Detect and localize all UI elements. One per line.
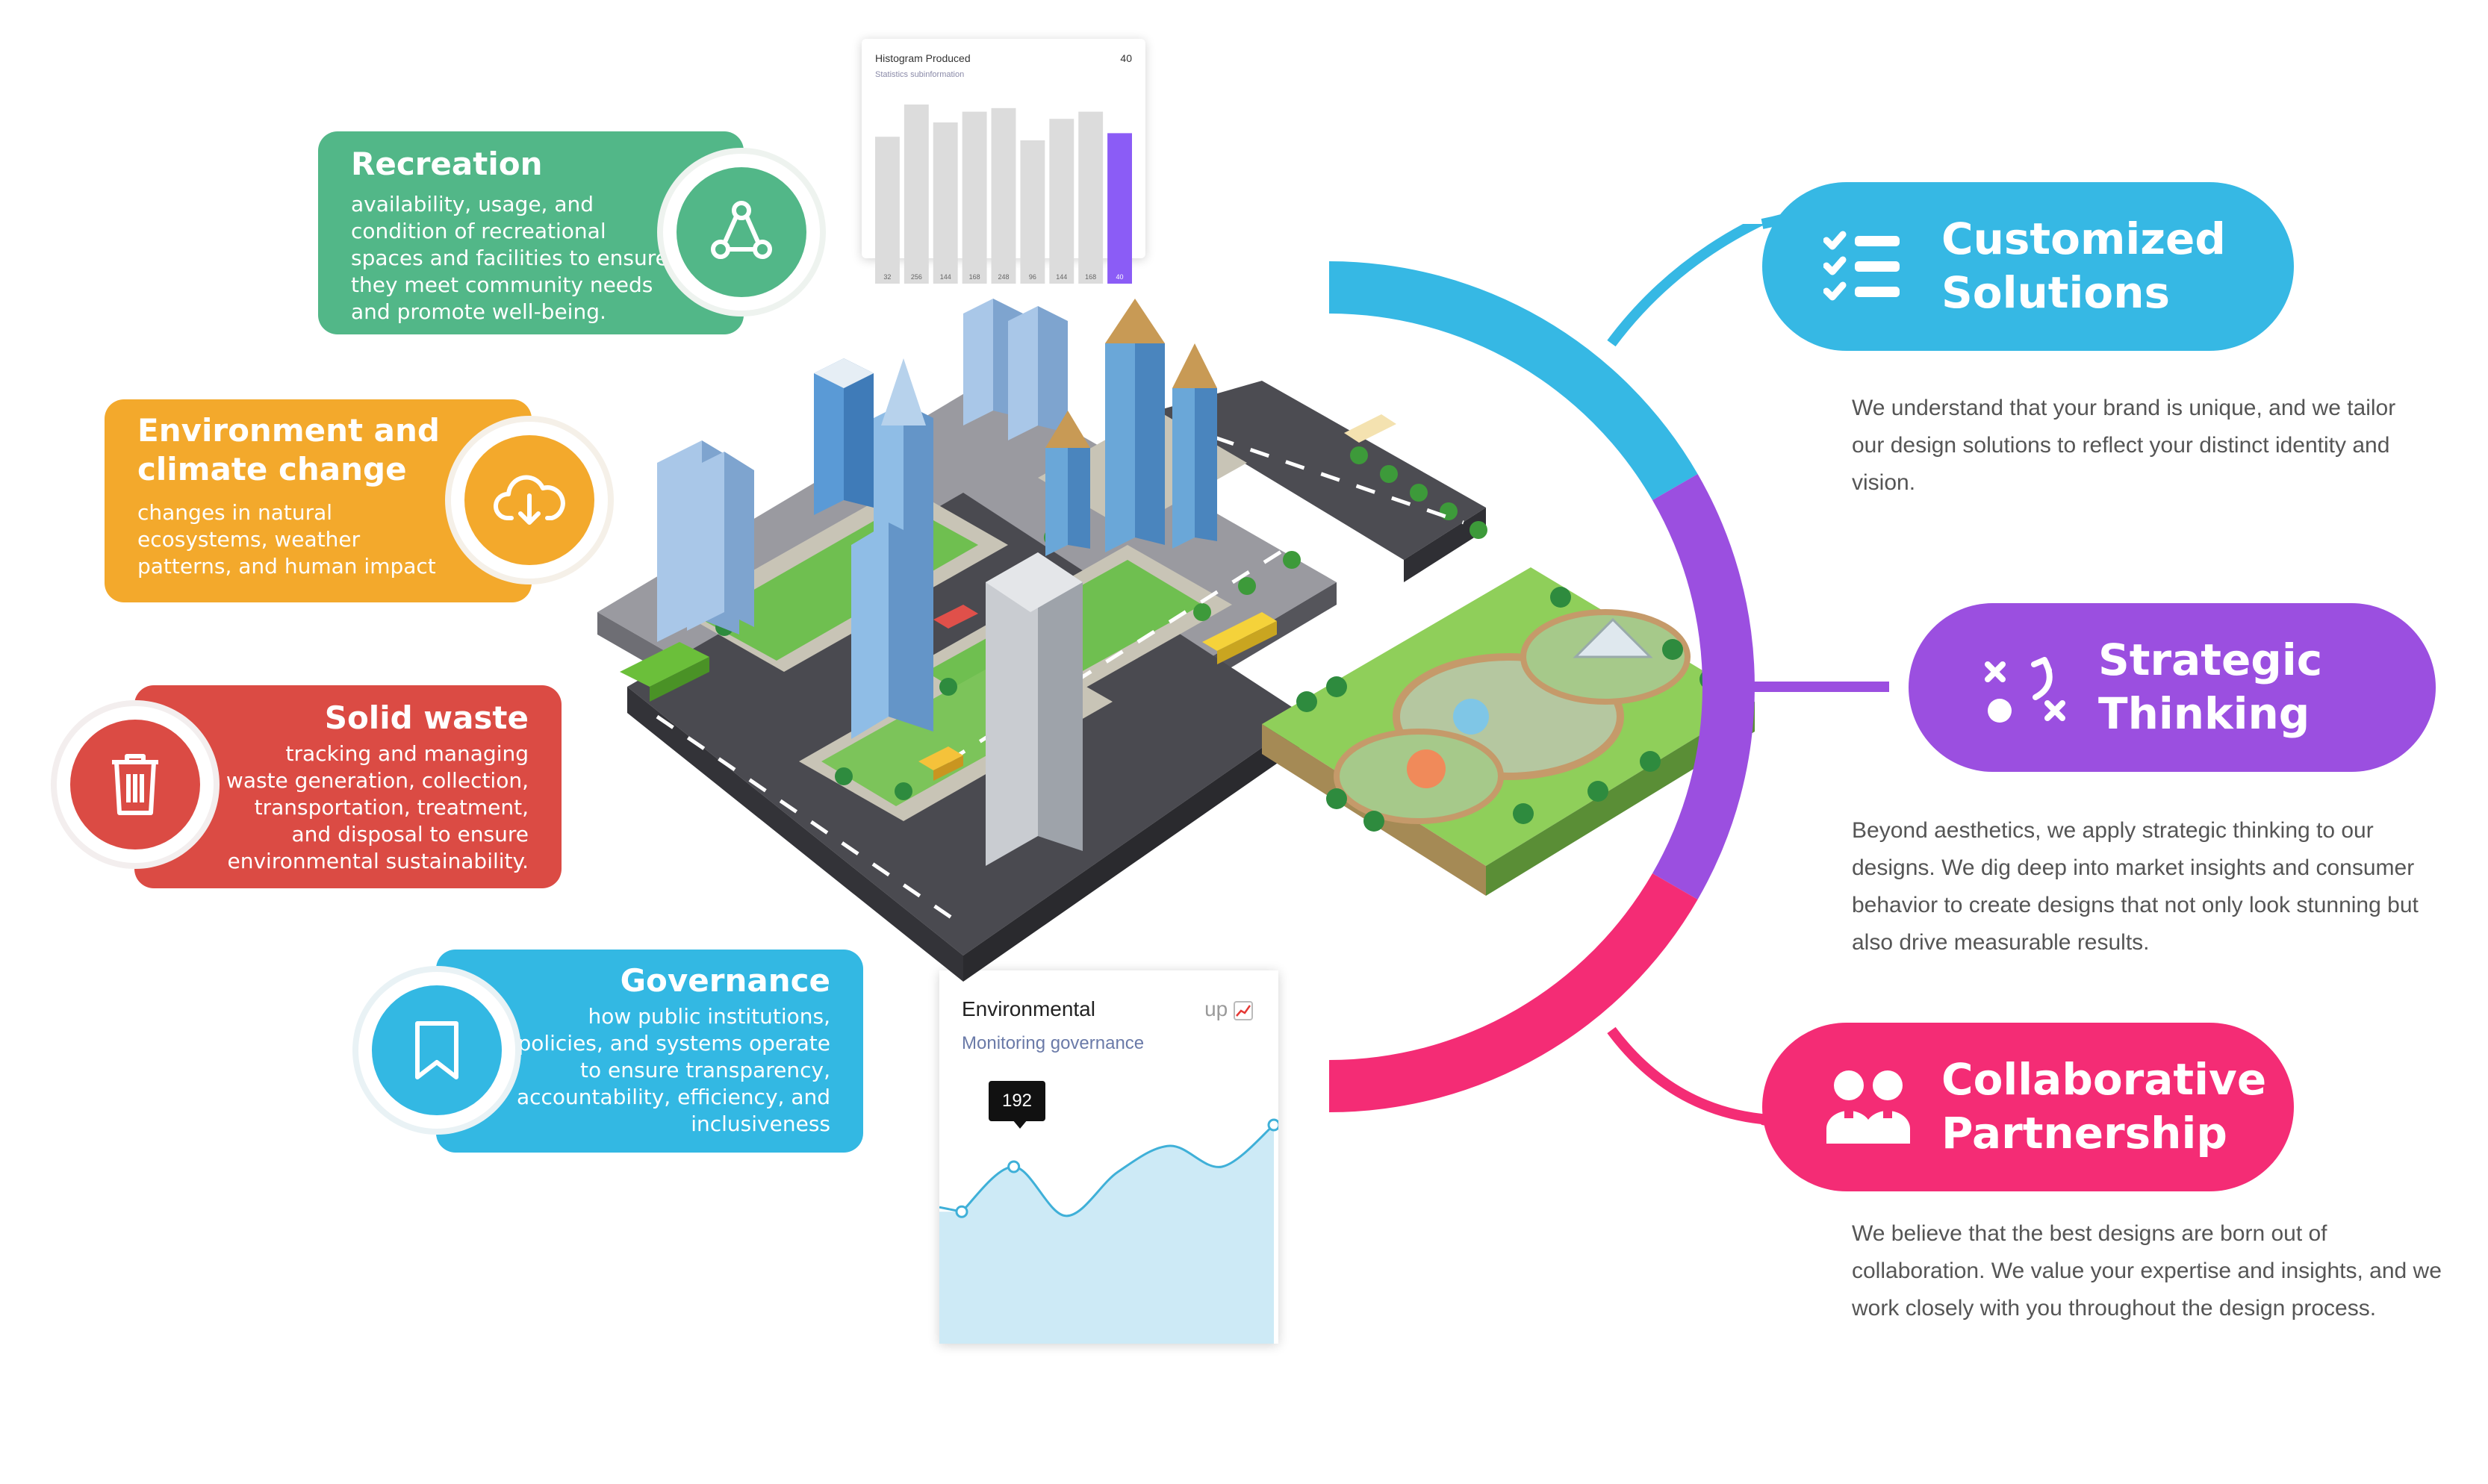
histogram-bar xyxy=(933,122,958,284)
solid-waste-bubble xyxy=(57,706,214,863)
environmental-chart-title: Environmental xyxy=(962,997,1095,1020)
histogram-bar xyxy=(991,107,1016,284)
environmental-chart-subtitle: Monitoring governance xyxy=(962,1033,1145,1053)
chart-increasing-icon xyxy=(1234,1000,1253,1020)
trash-icon xyxy=(112,754,158,815)
recreation-title: Recreation xyxy=(351,146,543,182)
strategic-thinking-desc: Beyond aesthetics, we apply strategic th… xyxy=(1852,818,2419,955)
histogram-bar-label: 256 xyxy=(911,273,922,281)
histogram-bar-label: 144 xyxy=(940,273,951,281)
recreation-bubble xyxy=(663,154,820,311)
bookmark-icon xyxy=(415,1021,458,1079)
environmental-chart-card: Environmental up Monitoring governance 1… xyxy=(939,970,1278,1344)
histogram-bar-label: 32 xyxy=(883,273,891,281)
customized-solutions-pill: Customized Solutions xyxy=(1762,182,2294,351)
governance-body: how public institutions, policies, and s… xyxy=(516,1004,830,1136)
histogram-bar-label: 168 xyxy=(969,273,980,281)
histogram-bar-label: 96 xyxy=(1029,273,1036,281)
collaborative-partnership-title-1: Collaborative xyxy=(1941,1054,2267,1105)
tooltip-pointer xyxy=(1013,1120,1027,1129)
trend-label: up xyxy=(1204,997,1228,1020)
histogram-bar-label: 168 xyxy=(1085,273,1096,281)
histogram-bar xyxy=(1107,133,1132,284)
tooltip-box: 192 xyxy=(989,1081,1045,1121)
customized-solutions-title-1: Customized xyxy=(1941,213,2226,264)
strategic-thinking-title-1: Strategic xyxy=(2098,635,2323,685)
histogram-bar-label: 144 xyxy=(1056,273,1067,281)
recreation-body: availability, usage, and condition of re… xyxy=(351,192,668,324)
environment-body: changes in natural ecosystems, weather p… xyxy=(137,500,436,579)
area-point xyxy=(955,1205,968,1218)
cloud-download-icon xyxy=(494,475,565,525)
histogram-title: Histogram Produced xyxy=(875,52,971,64)
collaborative-partnership-title-2: Partnership xyxy=(1941,1108,2227,1159)
histogram-bar xyxy=(1049,119,1074,284)
histogram-bar xyxy=(904,105,929,284)
customized-solutions-title-2: Solutions xyxy=(1941,267,2171,318)
collaborative-partnership-pill: Collaborative Partnership xyxy=(1762,1023,2294,1191)
histogram-value: 40 xyxy=(1120,52,1132,64)
histogram-bar xyxy=(1078,111,1104,284)
histogram-bar xyxy=(1020,140,1045,284)
isometric-city-illustration xyxy=(597,299,1755,982)
strategy-icon xyxy=(1985,657,2065,723)
segmented-arc xyxy=(1329,224,1807,1125)
environmental-chart-trend: up xyxy=(1204,997,1253,1021)
governance-bubble xyxy=(358,972,515,1129)
solid-waste-title: Solid waste xyxy=(324,699,529,736)
histogram-plot: 32 256 144 168 248 96 144 168 40 xyxy=(875,105,1132,284)
histogram-card: Histogram Produced 40 Statistics subinfo… xyxy=(862,39,1145,284)
strategic-thinking-title-2: Thinking xyxy=(2098,688,2310,739)
histogram-bar-label: 40 xyxy=(1116,273,1124,281)
people-icon xyxy=(1826,1070,1910,1144)
environment-card: Environment and climate change changes i… xyxy=(105,399,532,602)
solid-waste-body: tracking and managing waste generation, … xyxy=(226,741,529,873)
histogram-bar-label: 248 xyxy=(998,273,1009,281)
environment-bubble xyxy=(451,422,608,579)
network-icon xyxy=(711,201,772,259)
environmental-area-plot xyxy=(939,1118,1278,1344)
histogram-bar xyxy=(962,111,987,284)
histogram-subtitle: Statistics subinformation xyxy=(875,70,965,79)
checklist-icon xyxy=(1823,231,1900,301)
histogram-bar xyxy=(875,137,900,284)
area-point xyxy=(1267,1118,1278,1132)
customized-solutions-desc: We understand that your brand is unique,… xyxy=(1852,396,2396,495)
environment-title: Environment and climate change xyxy=(137,412,440,487)
tooltip-value: 192 xyxy=(1001,1091,1033,1111)
governance-title: Governance xyxy=(620,962,830,999)
area-fill xyxy=(939,1125,1274,1344)
area-point xyxy=(1007,1160,1021,1173)
collaborative-partnership-desc: We believe that the best designs are bor… xyxy=(1852,1221,2442,1321)
strategic-thinking-pill: Strategic Thinking xyxy=(1909,603,2436,772)
